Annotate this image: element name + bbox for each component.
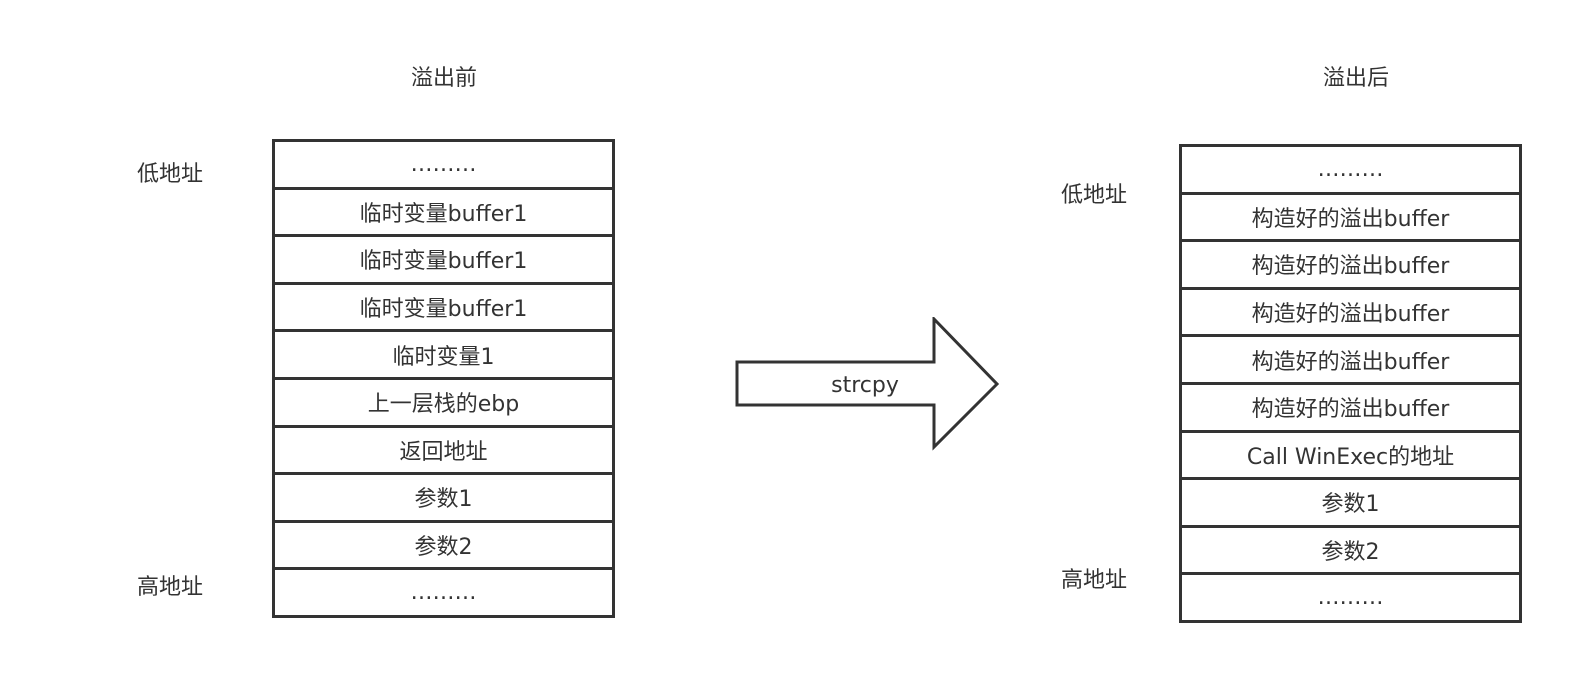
- stack-cell: 临时变量buffer1: [275, 237, 612, 285]
- stack-cell: 构造好的溢出buffer: [1182, 290, 1519, 338]
- after-low-address-label: 低地址: [1060, 183, 1127, 208]
- after-title: 溢出后: [1322, 66, 1389, 91]
- right-arrow-icon: [735, 317, 1000, 451]
- before-low-address-label: 低地址: [136, 162, 203, 187]
- arrow-label: strcpy: [831, 373, 899, 398]
- stack-cell: ………: [275, 142, 612, 190]
- stack-cell: 返回地址: [275, 428, 612, 476]
- stack-cell: 构造好的溢出buffer: [1182, 385, 1519, 433]
- stack-cell: 参数2: [1182, 528, 1519, 576]
- stack-cell: 构造好的溢出buffer: [1182, 195, 1519, 243]
- before-high-address-label: 高地址: [136, 575, 203, 600]
- stack-cell: ………: [1182, 147, 1519, 195]
- stack-cell: 构造好的溢出buffer: [1182, 242, 1519, 290]
- stack-cell: 参数1: [1182, 480, 1519, 528]
- stack-cell: ………: [1317, 585, 1384, 611]
- stack-after: ……… 构造好的溢出buffer 构造好的溢出buffer 构造好的溢出buff…: [1179, 144, 1522, 623]
- stack-cell: 参数2: [275, 523, 612, 571]
- stack-cell: 构造好的溢出buffer: [1182, 337, 1519, 385]
- stack-cell: ………: [410, 580, 477, 606]
- after-high-address-label: 高地址: [1060, 568, 1127, 593]
- stack-before: ……… 临时变量buffer1 临时变量buffer1 临时变量buffer1 …: [272, 139, 615, 618]
- stack-cell: 上一层栈的ebp: [275, 380, 612, 428]
- stack-cell: 临时变量1: [275, 332, 612, 380]
- stack-cell: 临时变量buffer1: [275, 190, 612, 238]
- stack-cell: Call WinExec的地址: [1182, 433, 1519, 481]
- stack-cell: 参数1: [275, 475, 612, 523]
- before-title: 溢出前: [410, 66, 477, 91]
- stack-cell: 临时变量buffer1: [275, 285, 612, 333]
